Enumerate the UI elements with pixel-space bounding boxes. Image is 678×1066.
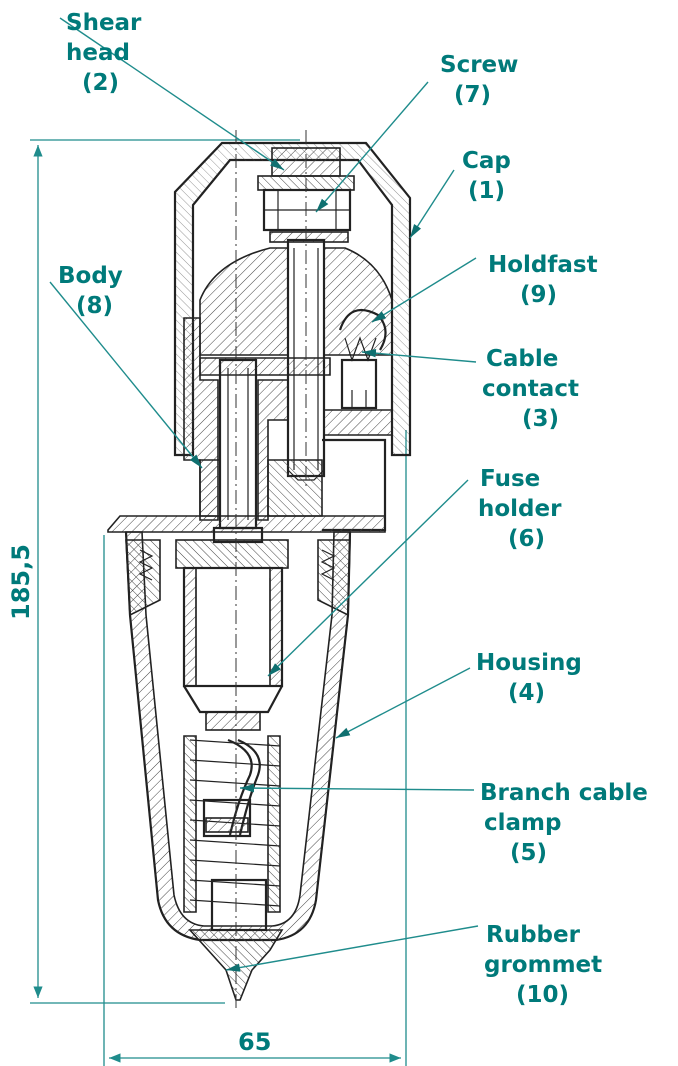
svg-text:head: head: [66, 40, 130, 66]
holdfast-part: [199, 247, 393, 410]
svg-text:Holdfast: Holdfast: [488, 252, 598, 278]
cap-part: [173, 141, 412, 457]
width-dimension-value: 65: [238, 1028, 271, 1056]
svg-text:(3): (3): [522, 406, 559, 432]
label-housing: Housing (4): [476, 650, 582, 706]
height-dimension: [30, 139, 300, 1004]
width-dimension: [103, 430, 407, 1066]
svg-text:Cable: Cable: [486, 346, 558, 372]
svg-text:(6): (6): [508, 526, 545, 552]
branch-cable-clamp-part: [202, 738, 261, 838]
label-screw: Screw (7): [440, 52, 518, 108]
label-branch-cable-clamp: Branch cable clamp (5): [480, 780, 648, 866]
svg-text:Rubber: Rubber: [486, 922, 581, 948]
label-cap: Cap (1): [462, 148, 511, 204]
svg-text:(1): (1): [468, 178, 505, 204]
body-part: [107, 317, 393, 533]
svg-text:Fuse: Fuse: [480, 466, 540, 492]
fuse-holder-part: [175, 526, 289, 731]
svg-text:Housing: Housing: [476, 650, 582, 676]
svg-text:contact: contact: [482, 376, 579, 402]
label-holdfast: Holdfast (9): [488, 252, 598, 308]
svg-text:(7): (7): [454, 82, 491, 108]
label-fuse-holder: Fuse holder (6): [478, 466, 562, 552]
svg-text:Branch cable: Branch cable: [480, 780, 648, 806]
svg-text:(5): (5): [510, 840, 547, 866]
housing-part: [124, 531, 352, 942]
height-dimension-value: 185,5: [7, 544, 35, 620]
label-shear-head: Shear head (2): [66, 10, 142, 96]
shear-head-part: [257, 147, 355, 243]
svg-text:clamp: clamp: [484, 810, 561, 836]
svg-text:(9): (9): [520, 282, 557, 308]
svg-text:Screw: Screw: [440, 52, 518, 78]
svg-text:(2): (2): [82, 70, 119, 96]
svg-text:Body: Body: [58, 263, 123, 289]
svg-text:Cap: Cap: [462, 148, 511, 174]
leader-lines: [49, 17, 479, 972]
svg-text:holder: holder: [478, 496, 562, 522]
svg-text:(4): (4): [508, 680, 545, 706]
svg-text:(10): (10): [516, 982, 569, 1008]
label-cable-contact: Cable contact (3): [482, 346, 579, 432]
svg-text:(8): (8): [76, 293, 113, 319]
label-rubber-grommet: Rubber grommet (10): [484, 922, 602, 1008]
svg-text:Shear: Shear: [66, 10, 142, 36]
svg-text:grommet: grommet: [484, 952, 602, 978]
label-body: Body (8): [58, 263, 123, 319]
spring: [183, 735, 281, 913]
